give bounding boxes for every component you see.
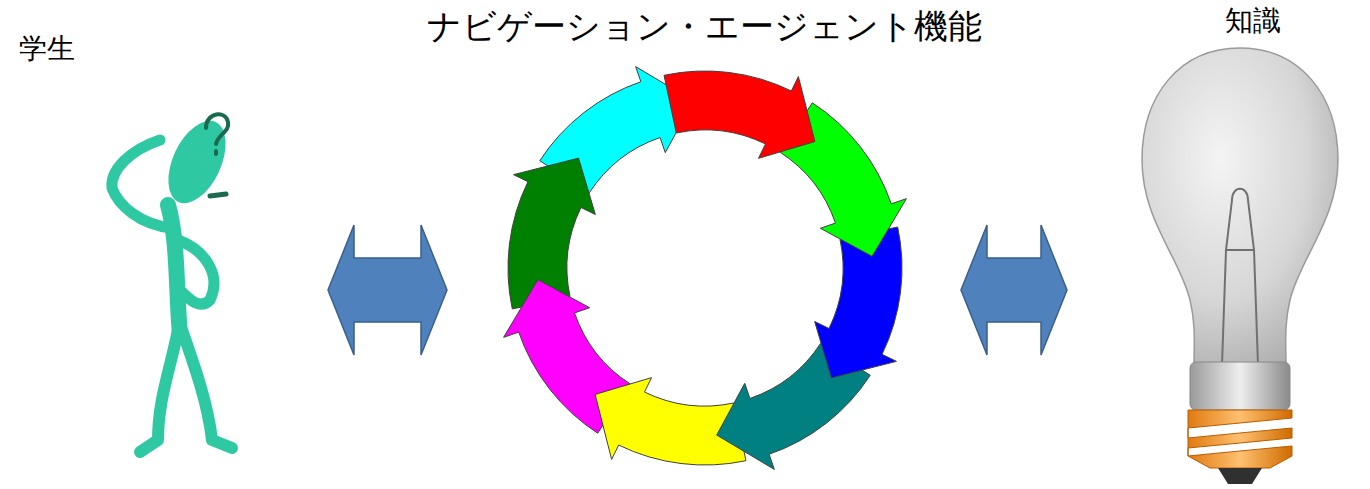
figure-mouth [210,194,226,196]
figure-leg [140,330,178,452]
double-block-arrow [328,225,447,355]
bulb-screw-base [1188,410,1292,468]
cycle-arrow [815,227,902,378]
cycle-arrow [508,158,595,309]
double-block-arrow [961,225,1067,355]
figure-arm [112,140,172,228]
cycle-arrow [664,71,815,158]
student-node: 学生 [15,30,325,470]
cycle-arrows [504,67,907,470]
question-mark-symbol [206,114,228,154]
figure-arm [178,240,214,304]
cycle-arrow [595,378,746,465]
node-label: 学生 [19,32,75,66]
knowledge-node: 知識 [1070,2,1360,487]
bulb-neck [1190,362,1290,410]
student-figure [112,112,237,452]
bulb-glass [1142,48,1338,365]
bulb-contact [1218,468,1262,484]
lightbulb [1142,48,1338,484]
diagram-title: ナビゲーション・エージェント機能 [427,6,982,47]
figure-head [157,112,238,212]
cycle-node: ナビゲーション・エージェント機能 [450,4,958,484]
bulb-filament [1222,189,1258,365]
node-label: 知識 [1225,4,1281,38]
figure-leg [182,330,232,448]
